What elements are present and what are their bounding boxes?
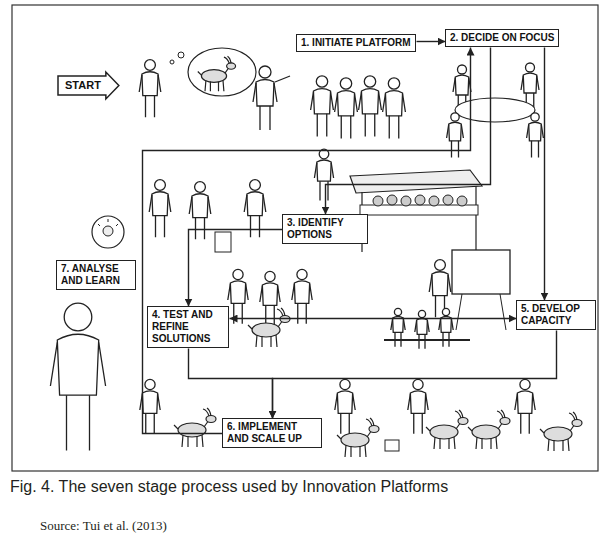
thought-bubble — [92, 216, 124, 248]
feed-bag — [215, 232, 231, 252]
person-figure — [228, 269, 248, 323]
produce — [373, 195, 467, 206]
person-figure — [383, 78, 406, 139]
stage-box: 2. DECIDE ON FOCUS — [445, 29, 559, 47]
person-figure — [140, 379, 160, 433]
goat-figure — [540, 412, 582, 451]
stage-label: 3. IDENTIFY OPTIONS — [287, 217, 363, 241]
person-figure — [515, 379, 535, 433]
flow-arrow — [326, 48, 491, 215]
person-figure — [311, 76, 334, 137]
person-figure — [415, 310, 429, 348]
flow-arrow — [417, 41, 446, 42]
stage-label: 7. ANALYSE AND LEARN — [61, 263, 131, 287]
goat-figure — [174, 408, 216, 447]
stage-label: 1. INITIATE PLATFORM — [301, 37, 411, 49]
flow-arrow — [189, 349, 273, 419]
person-figure — [335, 78, 358, 139]
stage-box: 6. IMPLEMENT AND SCALE UP — [222, 418, 322, 448]
figure-caption: Fig. 4. The seven stage process used by … — [10, 478, 448, 496]
light-bulb — [103, 226, 113, 236]
person-figure — [292, 269, 312, 323]
flip-chart — [452, 250, 510, 294]
flow-arrow — [143, 48, 471, 434]
person-figure — [253, 66, 277, 130]
market-stall-roof — [350, 170, 482, 193]
goat-figure — [248, 308, 290, 347]
goat-figure — [198, 56, 236, 91]
stage-box: 3. IDENTIFY OPTIONS — [282, 214, 368, 244]
meeting-table — [455, 98, 535, 122]
person-figure — [189, 182, 211, 240]
bulb-rays — [98, 219, 118, 226]
person-figure — [149, 180, 171, 238]
person-figure — [439, 308, 453, 346]
stage-box: 5. DEVELOP CAPACITY — [516, 300, 596, 330]
source-note: Source: Tui et al. (2013) — [40, 518, 167, 534]
flow-arrow — [544, 48, 545, 301]
person-figure — [314, 149, 333, 200]
thought-dot — [178, 52, 184, 58]
arrow-outline — [58, 72, 119, 99]
stage-label: 4. TEST AND REFINE SOLUTIONS — [152, 309, 224, 345]
person-figure — [391, 308, 405, 346]
chart-stand — [456, 294, 506, 330]
stage-box: 1. INITIATE PLATFORM — [296, 34, 416, 52]
figure-frame — [12, 5, 598, 471]
person-figure — [447, 113, 464, 158]
bench — [384, 339, 470, 341]
person-figure — [359, 76, 382, 137]
stage-label: 6. IMPLEMENT AND SCALE UP — [227, 421, 317, 445]
stage-label: 2. DECIDE ON FOCUS — [450, 32, 554, 44]
thought-dot — [170, 60, 174, 64]
briefcase — [385, 440, 399, 451]
stall-table — [360, 205, 478, 215]
person-figure — [408, 379, 428, 433]
thought-bubble — [188, 48, 256, 96]
goat-figure — [426, 410, 468, 449]
goat-figure — [337, 418, 379, 457]
stage-label: 5. DEVELOP CAPACITY — [521, 303, 591, 327]
person-figure — [139, 60, 161, 118]
thinking-man — [50, 303, 105, 450]
flow-arrow — [189, 230, 283, 307]
person-figure — [244, 180, 266, 238]
start-label: START — [65, 79, 101, 92]
pointing-arm — [275, 76, 290, 82]
goat-figure — [468, 410, 510, 449]
person-figure — [335, 379, 355, 433]
stage-box: 4. TEST AND REFINE SOLUTIONS — [147, 306, 229, 348]
person-figure — [527, 113, 544, 158]
flow-arrow — [230, 318, 517, 319]
stall-post — [362, 186, 476, 252]
person-figure — [260, 271, 280, 325]
stage-box: 7. ANALYSE AND LEARN — [56, 260, 136, 290]
start-arrow: START — [58, 72, 119, 99]
flow-arrow — [273, 331, 557, 419]
